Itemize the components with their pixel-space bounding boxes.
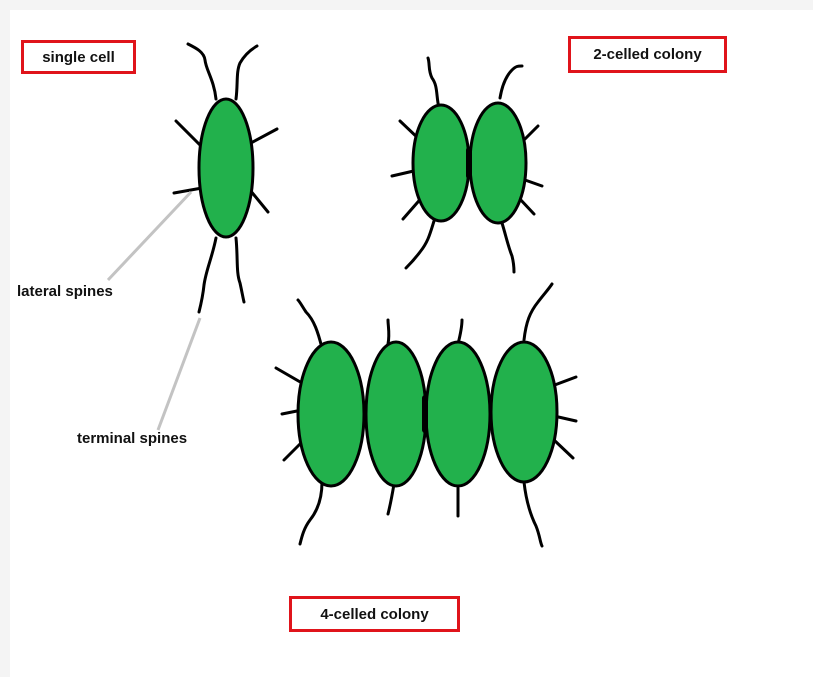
four-celled-cell-1 <box>298 342 364 486</box>
four-celled-colony-figure <box>276 284 576 546</box>
four-celled-cell-2 <box>366 342 426 486</box>
lateral-spines-pointer <box>108 192 191 280</box>
label-terminal-spines: terminal spines <box>77 430 187 447</box>
two-celled-cell-right <box>470 103 526 223</box>
two-celled-colony-figure <box>392 58 542 272</box>
label-lateral-spines: lateral spines <box>17 283 113 300</box>
label-four-celled-colony: 4-celled colony <box>289 596 460 632</box>
four-celled-cell-4 <box>491 342 557 482</box>
terminal-spines-pointer <box>158 318 200 430</box>
two-celled-cell-left <box>413 105 469 221</box>
label-two-celled-colony: 2-celled colony <box>568 36 727 73</box>
label-single-cell: single cell <box>21 40 136 74</box>
four-celled-cell-3 <box>426 342 490 486</box>
single-cell-body <box>199 99 253 237</box>
single-cell-figure <box>174 44 277 312</box>
